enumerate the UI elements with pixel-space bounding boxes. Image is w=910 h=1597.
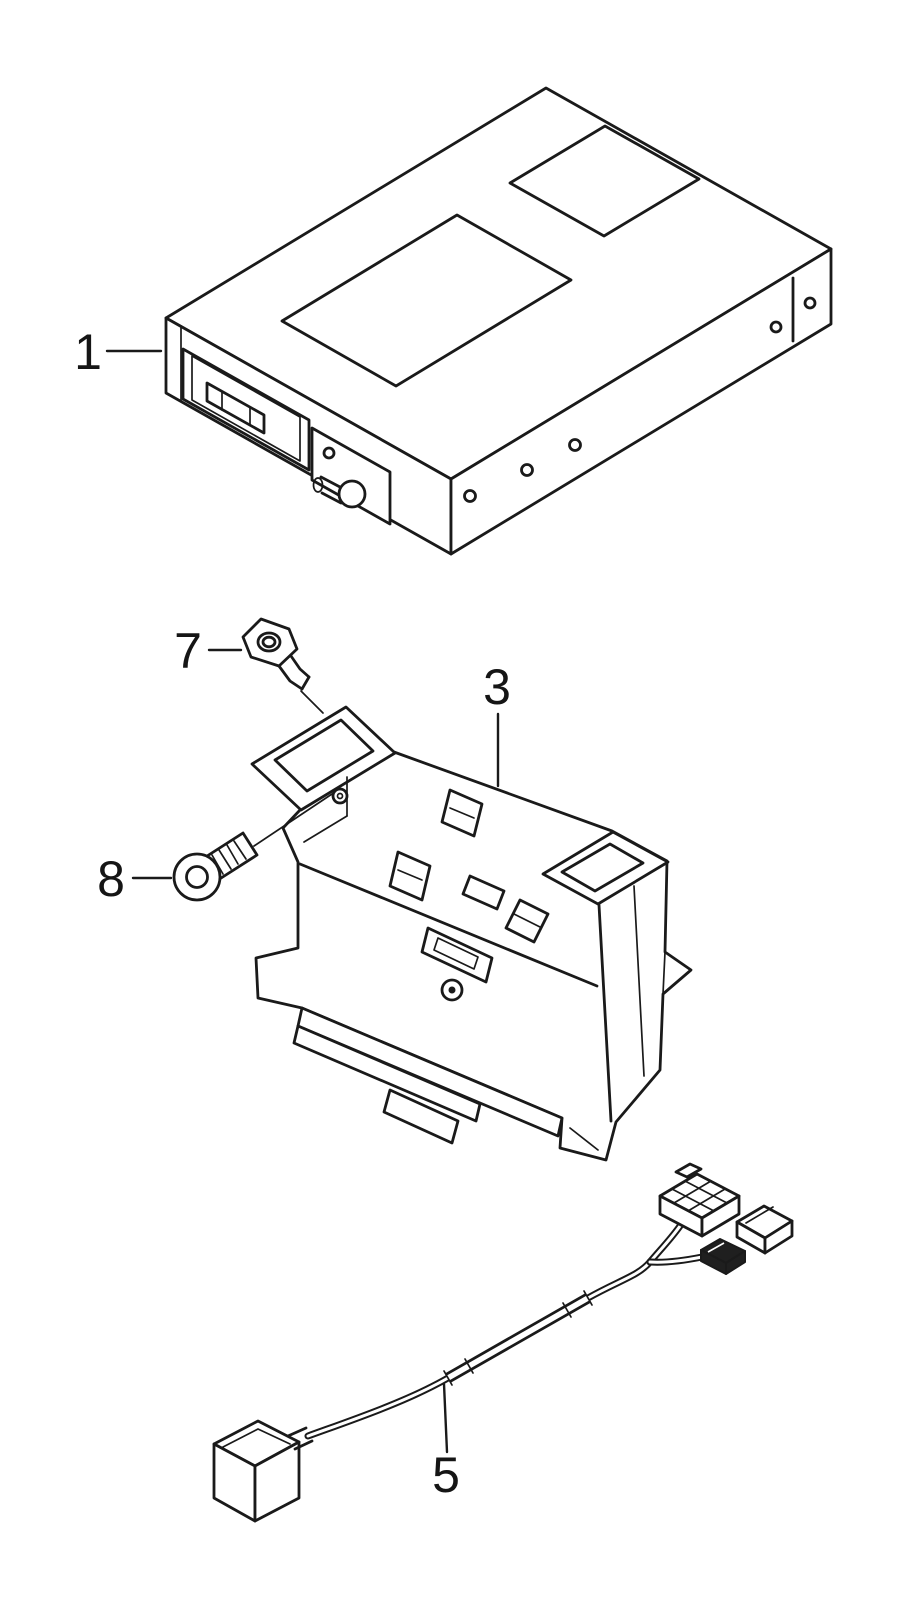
unit-slot-notches <box>221 391 251 426</box>
screw-thread-lines <box>211 840 247 875</box>
small-black-connector <box>700 1238 746 1275</box>
bracket-top-flange-slot <box>273 718 375 793</box>
clip-bent-leg <box>277 654 311 691</box>
bracket-top-flange <box>250 705 397 812</box>
unit-top-recess-large <box>280 213 573 388</box>
bracket-side-step-line <box>633 885 645 1077</box>
multipin-latch <box>674 1162 703 1179</box>
part-5-label: 5 <box>432 1447 460 1503</box>
bracket-tab-c-fold <box>513 913 541 928</box>
bracket-bottom-tab <box>382 1088 460 1145</box>
bracket-top-opening <box>461 874 506 911</box>
part-3-label: 3 <box>483 659 511 715</box>
bracket-bottom-lip-1 <box>296 1006 564 1138</box>
unit-bracket-hole <box>322 446 336 460</box>
bracket-screw-hole-inner <box>336 792 344 800</box>
part-1-callout: 1 <box>74 324 163 380</box>
part-8-callout: 8 <box>97 851 173 907</box>
sensor-box-connector <box>212 1419 314 1523</box>
bracket-tab-b-fold <box>449 807 475 819</box>
bracket-arrow-tab-base <box>662 951 666 995</box>
part-1-label: 1 <box>74 324 102 380</box>
unit-front-slot-inner <box>191 355 301 462</box>
unit-right-face <box>449 247 833 556</box>
part-7-callout: 7 <box>174 623 243 679</box>
part-7-label: 7 <box>174 623 202 679</box>
part-3-mounting-bracket: 3 <box>250 659 693 1162</box>
plain-connector <box>735 1204 794 1255</box>
cable-run <box>304 1222 706 1440</box>
clip-hole-outer <box>256 631 282 653</box>
screw-insertion-line <box>253 793 333 847</box>
part-1-control-unit: 1 <box>74 86 833 556</box>
unit-drive-knob <box>337 479 367 509</box>
unit-top-recess-small <box>508 124 701 238</box>
part-5-cable-assembly: 5 <box>212 1162 794 1523</box>
part-7-clip-nut: 7 <box>174 617 324 714</box>
bracket-bottom-lip-2 <box>292 1024 482 1123</box>
bracket-right-edge-fold <box>597 903 613 1123</box>
bracket-foot-fold <box>569 1127 599 1151</box>
clip-hole-inner <box>261 635 277 649</box>
bracket-face-crease <box>298 862 599 988</box>
multipin-pin-grid <box>671 1180 728 1212</box>
unit-screw-holes <box>463 296 817 503</box>
bracket-center-hole-dot <box>448 986 456 994</box>
unit-slot-insert <box>205 381 266 435</box>
screw-socket <box>185 865 209 889</box>
cable-boot <box>286 1426 314 1451</box>
part-5-leader-line <box>442 1382 449 1454</box>
unit-drive-stem <box>312 475 343 505</box>
plain-connector-seam <box>745 1206 774 1224</box>
sensor-box-top-seam <box>222 1428 291 1448</box>
bracket-emblem-inner <box>433 937 479 970</box>
screw-head <box>172 852 222 902</box>
clip-plate <box>241 617 299 668</box>
bracket-emblem-outer <box>420 926 494 984</box>
bracket-right-wing-slot <box>560 842 645 893</box>
part-8-label: 8 <box>97 851 125 907</box>
bracket-screw-hole <box>331 787 349 805</box>
part-3-callout: 3 <box>483 659 511 788</box>
bracket-center-hole <box>440 978 464 1002</box>
bracket-right-wing <box>541 830 670 906</box>
multipin-connector <box>658 1162 741 1238</box>
unit-drive-bracket <box>310 426 392 526</box>
part-5-callout: 5 <box>432 1382 460 1503</box>
bracket-tab-a <box>388 850 432 902</box>
small-black-connector-seam <box>707 1242 725 1253</box>
part-8-screw: 8 <box>97 793 333 907</box>
cable-sleeve-ticks <box>443 1290 593 1386</box>
bracket-tab-a-fold <box>397 869 423 881</box>
clip-insertion-line <box>300 690 324 714</box>
unit-front-slot-outer <box>181 347 311 472</box>
